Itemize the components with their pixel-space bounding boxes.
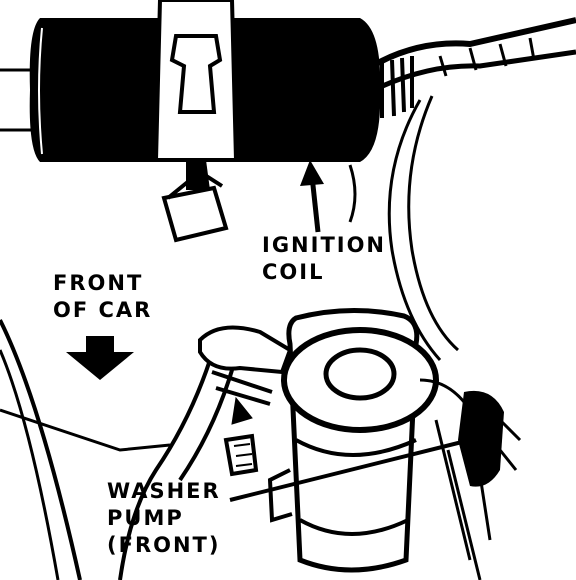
- harness-branch-left: [387, 99, 442, 362]
- washer-reservoir: [267, 307, 439, 573]
- panel-line: [0, 408, 171, 452]
- boot-neck: [166, 169, 224, 200]
- front-of-car-label-line2: OF CAR: [53, 298, 153, 322]
- harness-wrap: [380, 56, 414, 118]
- wiring-harness: [348, 17, 576, 362]
- hose-outer: [118, 359, 212, 580]
- pump-connector: [498, 418, 522, 471]
- front-of-car-label: FRONT OF CAR: [53, 270, 152, 324]
- coil-rim-highlight: [38, 27, 43, 155]
- harness-lower: [376, 49, 576, 91]
- coil-pointer-line: [309, 175, 321, 233]
- reservoir-cap: [323, 347, 397, 401]
- reservoir-seam: [295, 438, 417, 457]
- harness-branch-right: [407, 95, 459, 352]
- hose-clamp: [211, 370, 273, 406]
- harness-main: [374, 17, 576, 67]
- pump-wires: [419, 378, 492, 580]
- ignition-coil-label-line2: COIL: [262, 260, 325, 284]
- front-arrow-icon: [66, 336, 134, 380]
- ignition-coil: [0, 0, 381, 243]
- body-panel: [0, 319, 171, 580]
- front-arrow: [66, 336, 134, 380]
- fitting-threads: [233, 443, 253, 467]
- washer-pump-label-line3: (FRONT): [107, 533, 221, 557]
- clamp-bolt: [231, 396, 253, 425]
- pump-bracket: [267, 468, 293, 523]
- washer-pump-label-line2: PUMP: [107, 506, 184, 530]
- harness-ties: [438, 37, 536, 77]
- terminal-boot: [161, 185, 229, 243]
- coil-lead: [348, 164, 357, 223]
- coil-left-studs: [0, 68, 34, 132]
- fender-edge-outer: [0, 319, 82, 580]
- washer-pump-label-line1: WASHER: [107, 479, 221, 503]
- washer-pump-label: WASHER PUMP (FRONT): [107, 478, 221, 559]
- hose-elbow: [198, 325, 293, 375]
- bracket-clip: [169, 34, 223, 114]
- fender-edge-inner: [0, 349, 60, 580]
- coil-pointer: [300, 160, 324, 233]
- pump-pointer-line: [229, 438, 471, 502]
- hose-inner: [178, 369, 234, 482]
- reservoir-base-seam: [299, 518, 409, 536]
- washer-hose: [118, 325, 293, 580]
- coil-pointer-head: [300, 160, 324, 186]
- front-of-car-label-line1: FRONT: [53, 271, 144, 295]
- ignition-coil-label: IGNITION COIL: [262, 232, 386, 286]
- ignition-coil-label-line1: IGNITION: [262, 233, 387, 257]
- washer-pump: [419, 378, 522, 580]
